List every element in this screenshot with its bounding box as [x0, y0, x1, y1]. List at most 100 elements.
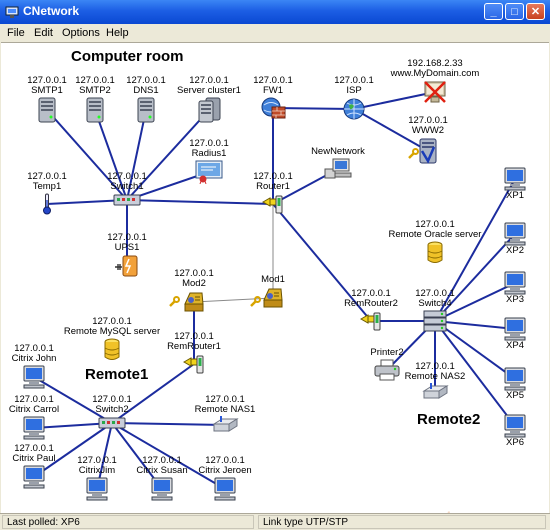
- router-icon[interactable]: [208, 193, 338, 215]
- minimize-button[interactable]: _: [484, 3, 503, 20]
- wrench-icon[interactable]: [249, 296, 261, 308]
- computer-icon[interactable]: [32, 477, 162, 501]
- database-icon[interactable]: [47, 338, 177, 362]
- thermometer-icon[interactable]: [0, 193, 112, 215]
- workstation-icon[interactable]: [273, 158, 403, 180]
- computer-icon[interactable]: [450, 317, 550, 341]
- node-ip-label: 127.0.0.1: [107, 171, 147, 182]
- router-icon[interactable]: [129, 353, 259, 375]
- firewall-icon[interactable]: [208, 97, 338, 119]
- network-map-canvas[interactable]: Computer room Remote1 Remote2 zone.net 1…: [0, 42, 550, 530]
- node-xp5[interactable]: XP5: [450, 366, 550, 401]
- node-newnetwork[interactable]: NewNetwork: [273, 147, 403, 180]
- node-xp3[interactable]: XP3: [450, 270, 550, 305]
- node-ip-label: 127.0.0.1: [205, 455, 245, 466]
- node-printer2[interactable]: Printer2: [322, 348, 452, 381]
- node-name-label: WWW2: [411, 125, 445, 136]
- title-bar[interactable]: CNetwork _ □ ✕: [0, 0, 550, 24]
- computer-icon[interactable]: [160, 477, 290, 501]
- server-icon[interactable]: [0, 97, 112, 123]
- computer-icon[interactable]: [450, 414, 550, 438]
- status-bar: Last polled: XP6 Link type UTP/STP: [0, 513, 550, 530]
- modem-icon[interactable]: [208, 286, 338, 310]
- maximize-button[interactable]: □: [505, 3, 524, 20]
- node-xp1[interactable]: XP1: [450, 166, 550, 201]
- computer-icon[interactable]: [450, 367, 550, 391]
- unreachable-computer-icon[interactable]: [370, 80, 500, 104]
- computer-icon[interactable]: [450, 222, 550, 246]
- node-xp4[interactable]: XP4: [450, 316, 550, 351]
- node-xp6[interactable]: XP6: [450, 413, 550, 448]
- menu-edit[interactable]: Edit: [34, 27, 53, 39]
- switch-icon[interactable]: [62, 193, 192, 207]
- computer-icon[interactable]: [0, 465, 99, 489]
- globe-icon[interactable]: [289, 97, 419, 121]
- menu-file[interactable]: File: [7, 27, 25, 39]
- router-icon[interactable]: [306, 310, 436, 332]
- node-name-label: RemRouter2: [344, 298, 398, 309]
- switch-icon[interactable]: [47, 416, 177, 430]
- computer-icon[interactable]: [97, 477, 227, 501]
- computer-icon[interactable]: [0, 365, 99, 389]
- menu-options[interactable]: Options: [62, 27, 100, 39]
- node-mod1[interactable]: Mod1: [208, 275, 338, 310]
- wrench-icon[interactable]: [407, 148, 419, 160]
- close-button[interactable]: ✕: [526, 3, 545, 20]
- certificate-server-icon[interactable]: [144, 160, 274, 185]
- server-cluster-icon[interactable]: [144, 97, 274, 123]
- node-ip-label: 127.0.0.1: [174, 268, 214, 279]
- menu-help[interactable]: Help: [106, 27, 129, 39]
- ups-icon[interactable]: [62, 254, 192, 278]
- link-switch2-citrixjohn: [33, 376, 113, 424]
- node-name-label: Mod1: [261, 274, 285, 285]
- node-ip-label: 127.0.0.1: [205, 394, 245, 405]
- server-icon[interactable]: [30, 97, 160, 123]
- nas-icon[interactable]: [370, 383, 500, 401]
- web-server-icon[interactable]: [363, 137, 493, 165]
- wrench-icon[interactable]: [168, 296, 180, 308]
- computer-icon[interactable]: [450, 167, 550, 191]
- server-icon[interactable]: [81, 97, 211, 123]
- printer-icon[interactable]: [322, 359, 452, 381]
- node-name-label: Printer2: [370, 347, 404, 358]
- computer-icon[interactable]: [0, 416, 99, 440]
- link-isp-mydomain: [353, 91, 436, 110]
- database-icon[interactable]: [370, 241, 500, 265]
- link-fw1-isp: [272, 107, 355, 110]
- nas-icon[interactable]: [160, 416, 290, 434]
- node-xp2[interactable]: XP2: [450, 221, 550, 256]
- computer-icon[interactable]: [450, 271, 550, 295]
- modem-icon[interactable]: [129, 290, 259, 314]
- link-switch2-citrixjeroen: [111, 422, 226, 490]
- node-name-label: Remote Oracle server: [388, 229, 482, 240]
- switch-stack-icon[interactable]: [370, 310, 500, 332]
